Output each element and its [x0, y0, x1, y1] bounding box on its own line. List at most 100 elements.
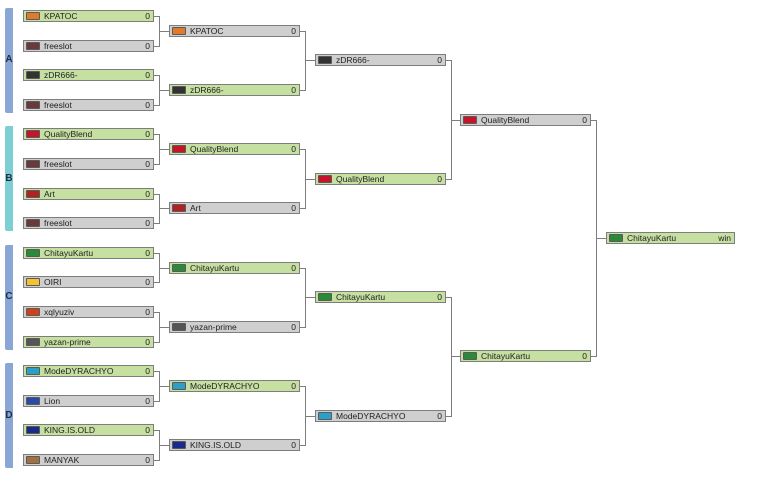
zdr666-icon: [26, 71, 40, 79]
player-slot[interactable]: freeslot 0: [23, 217, 154, 229]
player-name: OIRI: [44, 277, 62, 287]
player-slot[interactable]: ChitayuKartu win: [606, 232, 735, 244]
player-name: freeslot: [44, 159, 72, 169]
connector-line: [451, 356, 460, 357]
connector-line: [154, 164, 160, 165]
connector-line: [154, 253, 160, 254]
kingisold-icon: [172, 441, 186, 449]
group-label-c: C: [5, 291, 13, 303]
connector-line: [305, 416, 315, 417]
connector-line: [154, 282, 160, 283]
player-name: freeslot: [44, 218, 72, 228]
player-score: 0: [291, 381, 296, 391]
chitayukartu-icon: [318, 293, 332, 301]
connector-line: [451, 120, 460, 121]
player-name: zDR666-: [336, 55, 370, 65]
player-name: ChitayuKartu: [627, 233, 677, 243]
player-score: win: [718, 233, 731, 243]
yazan-prime-icon: [26, 338, 40, 346]
group-label-b: B: [5, 172, 13, 184]
player-name: KING.IS.OLD: [190, 440, 242, 450]
kingisold-icon: [26, 426, 40, 434]
chitayukartu-icon: [463, 352, 477, 360]
connector-line: [446, 416, 452, 417]
group-label-d: D: [5, 409, 13, 421]
connector-line: [300, 445, 306, 446]
qualityblend-icon: [26, 130, 40, 138]
oiri-icon: [26, 278, 40, 286]
modedyrachyo-icon: [26, 367, 40, 375]
player-name: ChitayuKartu: [481, 351, 531, 361]
connector-line: [300, 149, 306, 150]
player-name: KING.IS.OLD: [44, 425, 96, 435]
player-slot[interactable]: zDR666-0: [23, 69, 154, 81]
player-score: 0: [145, 100, 150, 110]
connector-line: [154, 75, 160, 76]
xqlyuziv-icon: [26, 308, 40, 316]
connector-line: [591, 120, 597, 121]
player-score: 0: [291, 203, 296, 213]
player-name: Art: [44, 189, 55, 199]
connector-line: [300, 327, 306, 328]
connector-line: [446, 179, 452, 180]
player-slot[interactable]: Art 0: [23, 188, 154, 200]
player-name: ChitayuKartu: [44, 248, 94, 258]
connector-line: [305, 297, 315, 298]
player-name: zDR666-: [190, 85, 224, 95]
connector-line: [154, 371, 160, 372]
player-name: yazan-prime: [44, 337, 91, 347]
player-slot[interactable]: zDR666-0: [169, 84, 300, 96]
player-slot[interactable]: zDR666- 0: [315, 54, 446, 66]
kpatoc-icon: [172, 27, 186, 35]
player-slot[interactable]: ChitayuKartu 0: [23, 247, 154, 259]
connector-line: [300, 268, 306, 269]
player-score: 0: [437, 411, 442, 421]
player-name: KPATOC: [44, 11, 78, 21]
zdr666-icon: [172, 86, 186, 94]
connector-line: [159, 194, 160, 224]
player-score: 0: [145, 218, 150, 228]
connector-line: [154, 16, 160, 17]
connector-line: [159, 268, 169, 269]
player-score: 0: [582, 115, 587, 125]
connector-line: [300, 31, 306, 32]
lion-icon: [26, 397, 40, 405]
player-name: ChitayuKartu: [190, 263, 240, 273]
connector-line: [446, 297, 452, 298]
player-score: 0: [145, 455, 150, 465]
connector-line: [451, 297, 452, 417]
connector-line: [154, 134, 160, 135]
player-score: 0: [145, 189, 150, 199]
player-score: 0: [145, 248, 150, 258]
art-icon: [172, 204, 186, 212]
yazan-prime-icon: [172, 323, 186, 331]
player-score: 0: [145, 396, 150, 406]
player-score: 0: [437, 55, 442, 65]
player-score: 0: [145, 129, 150, 139]
